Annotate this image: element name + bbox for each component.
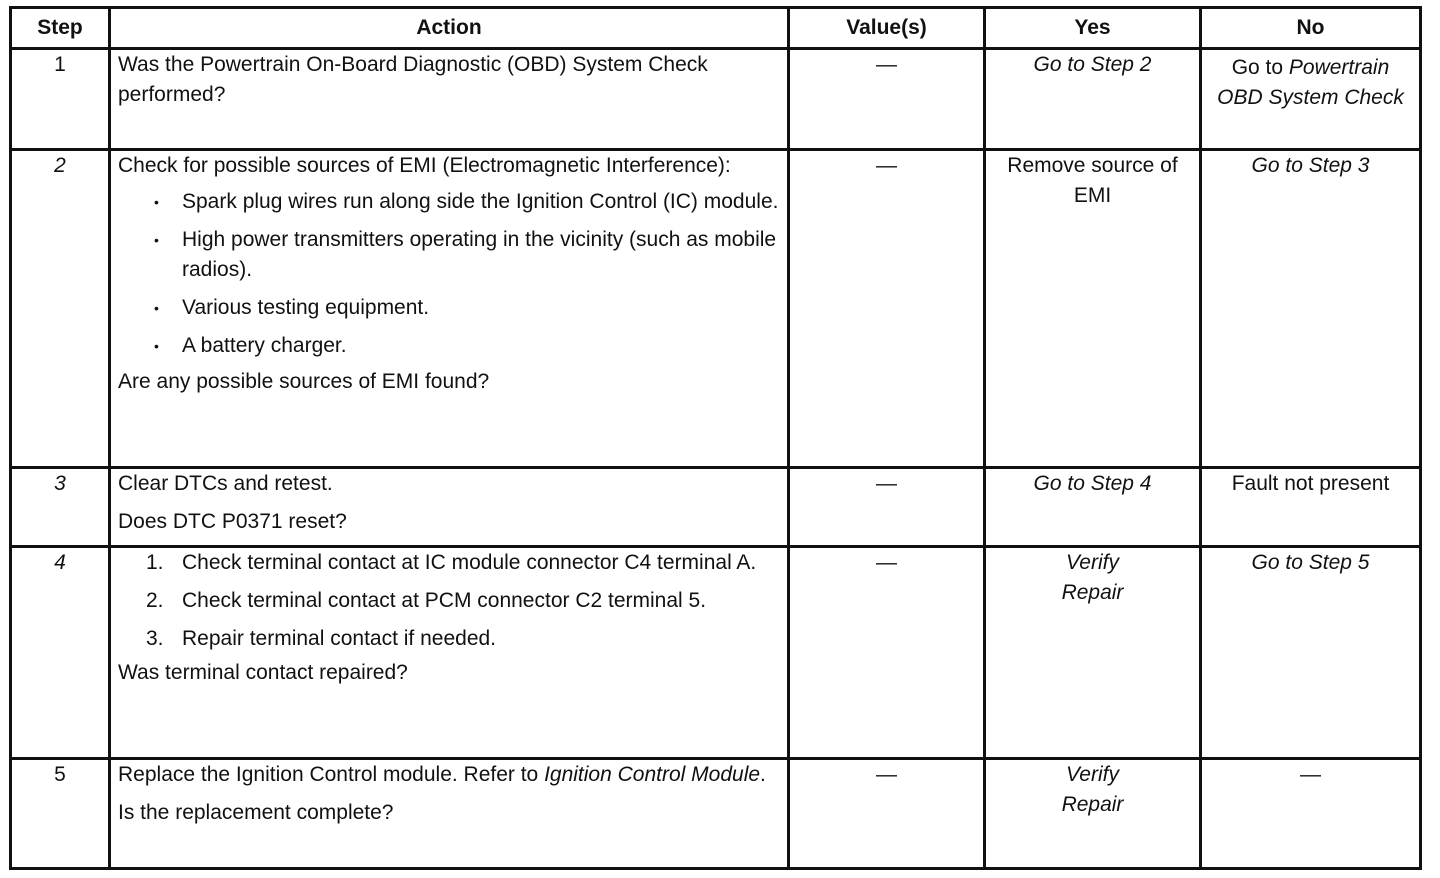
value-cell: —: [787, 47, 986, 151]
action-cell: Clear DTCs and retest. Does DTC P0371 re…: [108, 466, 790, 548]
no-prefix: Go to: [1231, 56, 1289, 79]
item-number: 3.: [146, 627, 164, 650]
table-row: 2 Check for possible sources of EMI (Ele…: [9, 148, 1422, 469]
header-action: Action: [108, 6, 790, 50]
action-question: Was terminal contact repaired?: [118, 661, 408, 684]
action-cell: Check for possible sources of EMI (Elect…: [108, 148, 790, 469]
header-values: Value(s): [787, 6, 986, 50]
step-number: 3: [9, 466, 111, 548]
header-no: No: [1199, 6, 1422, 50]
item-number: 2.: [146, 589, 164, 612]
action-text: Was the Powertrain On-Board Diagnostic (…: [118, 53, 708, 106]
step-number: 1: [9, 47, 111, 151]
numbered-item: 3. Repair terminal contact if needed.: [146, 624, 780, 654]
table-row: 3 Clear DTCs and retest. Does DTC P0371 …: [9, 466, 1422, 548]
numbered-item: 2. Check terminal contact at PCM connect…: [146, 586, 780, 616]
action-reference: Ignition Control Module: [544, 763, 761, 786]
diagnostic-table: Step Action Value(s) Yes No 1 Was the Po…: [9, 6, 1422, 870]
action-cell: Replace the Ignition Control module. Ref…: [108, 757, 790, 870]
action-text: Clear DTCs and retest.: [118, 472, 333, 495]
header-yes: Yes: [983, 6, 1202, 50]
bullet-item: A battery charger.: [154, 331, 780, 361]
no-cell: Go to Powertrain OBD System Check: [1199, 47, 1422, 151]
action-question: Is the replacement complete?: [118, 801, 394, 824]
no-cell: Go to Step 3: [1199, 148, 1422, 469]
table-row: 4 1. Check terminal contact at IC module…: [9, 545, 1422, 760]
yes-cell: Go to Step 4: [983, 466, 1202, 548]
header-step: Step: [9, 6, 111, 50]
action-cell: Was the Powertrain On-Board Diagnostic (…: [108, 47, 790, 151]
step-number: 4: [9, 545, 111, 760]
bullet-item: High power transmitters operating in the…: [154, 225, 780, 285]
table-row: 1 Was the Powertrain On-Board Diagnostic…: [9, 47, 1422, 151]
action-intro: Check for possible sources of EMI (Elect…: [118, 154, 731, 177]
yes-cell: Verify Repair: [983, 545, 1202, 760]
action-prefix: Replace the Ignition Control module. Ref…: [118, 763, 545, 786]
action-cell: 1. Check terminal contact at IC module c…: [108, 545, 790, 760]
value-cell: —: [787, 757, 986, 870]
bullet-item: Various testing equipment.: [154, 293, 780, 323]
item-number: 1.: [146, 551, 164, 574]
no-cell: —: [1199, 757, 1422, 870]
action-text: Replace the Ignition Control module. Ref…: [118, 760, 780, 790]
item-text: Check terminal contact at IC module conn…: [182, 551, 757, 574]
header-row: Step Action Value(s) Yes No: [9, 6, 1422, 50]
value-cell: —: [787, 545, 986, 760]
no-cell: Go to Step 5: [1199, 545, 1422, 760]
action-question: Does DTC P0371 reset?: [118, 510, 347, 533]
table-row: 5 Replace the Ignition Control module. R…: [9, 757, 1422, 870]
no-cell: Fault not present: [1199, 466, 1422, 548]
value-cell: —: [787, 148, 986, 469]
value-cell: —: [787, 466, 986, 548]
action-suffix: .: [760, 763, 766, 786]
bullet-list: Spark plug wires run along side the Igni…: [118, 187, 780, 361]
item-text: Check terminal contact at PCM connector …: [182, 589, 707, 612]
bullet-item: Spark plug wires run along side the Igni…: [154, 187, 780, 217]
numbered-item: 1. Check terminal contact at IC module c…: [146, 548, 780, 578]
no-link-text: Powertrain OBD System Check: [1217, 56, 1404, 109]
step-number: 5: [9, 757, 111, 870]
numbered-list: 1. Check terminal contact at IC module c…: [118, 548, 780, 654]
yes-cell: Go to Step 2: [983, 47, 1202, 151]
action-question: Are any possible sources of EMI found?: [118, 370, 490, 393]
yes-cell: Remove source of EMI: [983, 148, 1202, 469]
yes-cell: Verify Repair: [983, 757, 1202, 870]
step-number: 2: [9, 148, 111, 469]
item-text: Repair terminal contact if needed.: [182, 627, 497, 650]
